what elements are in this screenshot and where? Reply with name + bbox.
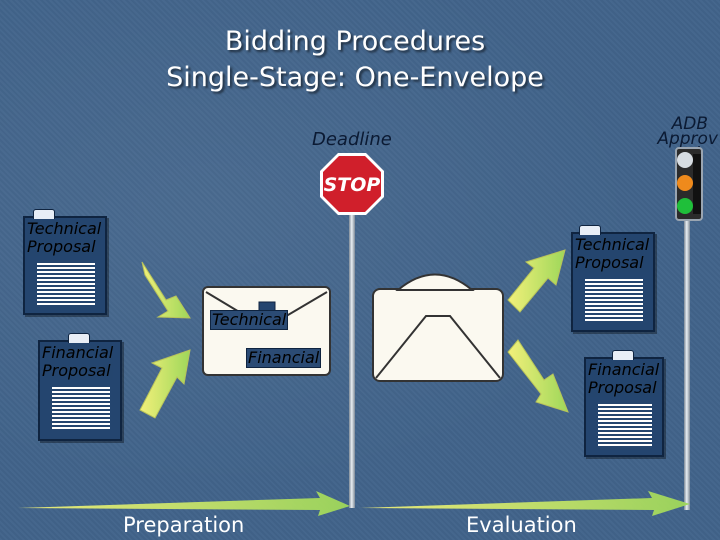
document-tab [612,350,634,360]
evaluation-label: Evaluation [466,513,577,537]
arrow-icon [507,339,569,413]
right-technical-proposal-document: Technical Proposal [571,225,655,332]
right-financial-proposal-label: Financial Proposal [588,360,660,397]
stop-sign-icon: STOP [320,153,384,215]
deadline-label: Deadline [312,129,392,150]
envelope-technical-label: Technical [210,310,289,330]
document-tab [579,225,601,235]
envelope-top-flap-icon [395,273,475,291]
deadline-pole [349,205,355,508]
document-lines [585,279,643,321]
evaluation-arrow-icon [360,491,690,516]
adb-approval-line-2: Approv [657,129,718,149]
arrow-icon [141,261,191,319]
document-lines [598,404,652,446]
right-technical-line-1: Technical [575,235,650,254]
right-technical-proposal-label: Technical Proposal [575,235,650,272]
document-tab [33,209,55,219]
left-financial-proposal-label: Financial Proposal [42,343,114,380]
document-tab [68,333,90,343]
preparation-label: Preparation [123,513,245,537]
right-financial-line-2: Proposal [588,378,657,397]
left-financial-line-2: Proposal [42,361,111,380]
left-technical-line-2: Proposal [27,237,96,256]
right-financial-line-1: Financial [588,360,660,379]
left-technical-proposal-label: Technical Proposal [27,219,102,256]
document-lines [52,387,110,429]
open-envelope-icon: Technical Financial [202,286,331,376]
document-lines [37,263,95,305]
approval-pole [684,218,690,510]
stop-sign-text: STOP [324,174,381,196]
left-financial-line-1: Financial [42,343,114,362]
envelope-financial-label: Financial [246,348,322,368]
right-technical-line-2: Proposal [575,253,644,272]
left-technical-line-1: Technical [27,219,102,238]
right-financial-proposal-document: Financial Proposal [584,350,664,457]
envelope-fold-icon [375,315,501,379]
left-technical-proposal-document: Technical Proposal [23,209,107,315]
arrow-icon [507,249,566,313]
adb-approval-line-1: ADB [671,114,708,134]
preparation-arrow-icon [18,491,350,516]
slide-title-line-1: Bidding Procedures [224,26,486,57]
arrow-icon [139,349,191,419]
left-financial-proposal-document: Financial Proposal [38,333,122,441]
traffic-light-icon [675,147,703,221]
slide-title-line-2: Single-Stage: One-Envelope [166,62,544,93]
